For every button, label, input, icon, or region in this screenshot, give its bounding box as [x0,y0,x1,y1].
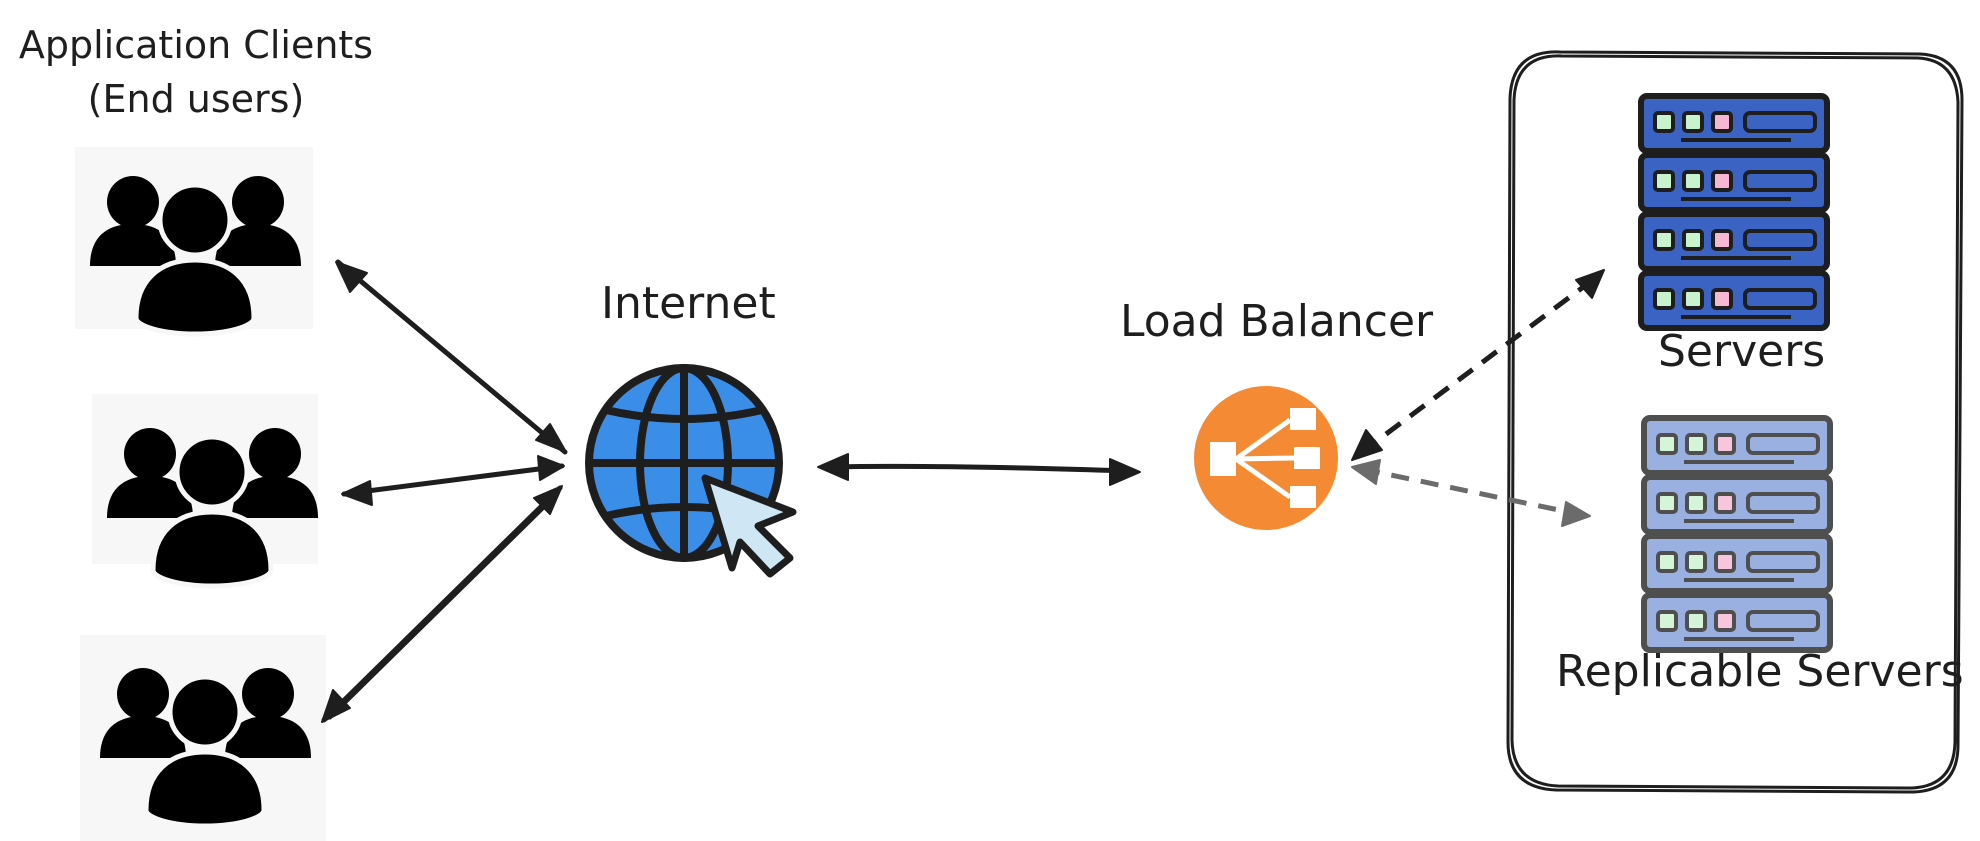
globe-cursor-icon [585,364,797,578]
server-cluster-box [1506,50,1964,794]
clients-title-line2: (End users) [87,77,305,121]
client-3-internet-arrow [321,485,563,723]
client-group-1 [75,147,313,334]
lb-replica-dashed-arrow [1351,459,1591,527]
server-rack-icon [1641,96,1827,328]
replica-server-rack-icon [1644,418,1830,650]
lb-server-dashed-arrow [1351,269,1605,461]
clients-title-line1: Application Clients [18,23,374,67]
clients-title: Application Clients (End users) [18,18,374,126]
servers-label: Servers [1658,326,1826,377]
client-group-2 [92,394,318,586]
internet-label: Internet [601,278,776,329]
replicable-servers-label: Replicable Servers [1556,646,1964,697]
client-group-3 [80,635,326,841]
load-balancer-label: Load Balancer [1120,296,1434,347]
load-balancer-icon [1194,386,1338,530]
client-2-internet-arrow [341,463,565,497]
internet-loadbalancer-arrow [817,453,1141,486]
